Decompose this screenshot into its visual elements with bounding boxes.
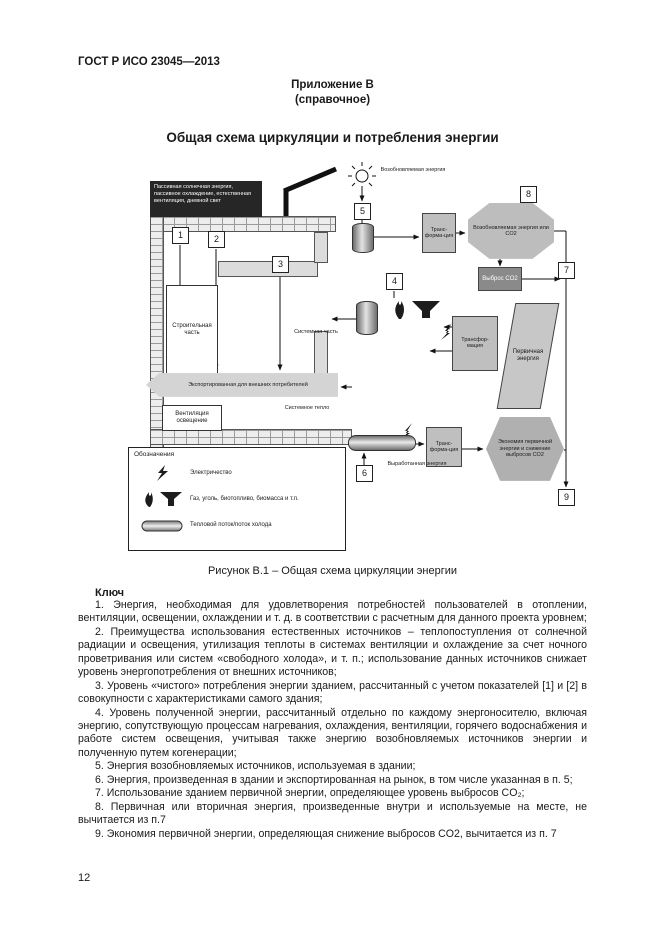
transformation-top-box: Транс-форма-ция	[422, 212, 456, 253]
system-heat-label: Системное тепло	[284, 404, 330, 411]
transformation-right-box: Трансфор-мация	[452, 315, 498, 371]
key-item-9: 9. Экономия первичной энергии, определяю…	[95, 827, 557, 840]
key-text: 1. Энергия, необходимая для удовлетворен…	[78, 599, 587, 841]
flame-icon	[144, 492, 153, 508]
node-3: 3	[272, 255, 289, 273]
node-5: 5	[354, 202, 371, 220]
lightning-icon	[401, 322, 452, 440]
legend-row-electricity: Электричество	[134, 461, 340, 487]
lightning-icon	[134, 465, 190, 482]
node-4: 4	[386, 272, 403, 290]
wall-bottom	[150, 428, 352, 445]
legend-label: Газ, уголь, биотопливо, биомасса и т.п.	[190, 496, 299, 503]
duct-vertical-upper	[314, 231, 328, 263]
ventilation-box: Вентиляция освещение	[162, 404, 222, 431]
legend-label: Тепловой поток/поток холода	[190, 522, 272, 529]
annex-header: Приложение В (справочное)	[78, 78, 587, 108]
funnel-icon	[159, 492, 182, 507]
node-8: 8	[520, 185, 537, 203]
storage-cylinder-top	[352, 222, 374, 253]
transformation-bottom-box: Транс-форма-ция	[426, 426, 462, 467]
key-item-8: 8. Первичная или вторичная энергия, прои…	[78, 800, 587, 827]
legend-title: Обозначения	[134, 450, 175, 458]
legend-row-fuel: Газ, уголь, биотопливо, биомасса и т.п.	[134, 487, 340, 513]
key-item-7: 7. Использование зданием первичной энерг…	[95, 787, 525, 800]
passive-gains-box: Пассивная солнечная энергия, пассивное о…	[150, 180, 262, 217]
heat-pipe-bottom	[348, 434, 416, 451]
doc-number: ГОСТ Р ИСО 23045—2013	[78, 56, 220, 68]
node-9: 9	[558, 488, 575, 506]
figure-caption: Рисунок В.1 – Общая схема циркуляции эне…	[207, 564, 458, 577]
legend-label: Электричество	[190, 470, 232, 477]
key-item-5: 5. Энергия возобновляемых источников, ис…	[95, 760, 416, 773]
node-1: 1	[172, 226, 189, 244]
renewable-or-co2-node: Возобновляемая энергия или CO2	[468, 202, 554, 259]
node-6: 6	[356, 464, 373, 482]
exported-energy-band: Экспортированная для внешних потребителе…	[146, 372, 338, 397]
storage-cylinder-mid	[356, 300, 378, 335]
page-number: 12	[78, 872, 91, 884]
energy-circulation-diagram: Пассивная солнечная энергия, пассивное о…	[100, 161, 605, 557]
flame-icon	[395, 300, 404, 319]
primary-energy-savings-node: Экономия первичной энергии и снижение вы…	[486, 416, 564, 481]
annex-subtitle: (справочное)	[294, 93, 371, 106]
produced-energy-label: Выработанная энергия	[387, 460, 447, 467]
key-item-3: 3. Уровень «чистого» потребления энергии…	[78, 679, 587, 706]
primary-energy-label: Первичная энергия	[512, 348, 544, 362]
key-heading: Ключ	[95, 586, 125, 599]
key-item-4: 4. Уровень полученной энергии, рассчитан…	[78, 706, 587, 759]
key-item-1: 1. Энергия, необходимая для удовлетворен…	[78, 598, 587, 625]
legend-box: Обозначения Электричество Газ, уголь, би…	[128, 446, 346, 551]
system-part-label: Системная часть	[294, 328, 338, 335]
heat-flow-pipe-icon	[134, 520, 190, 532]
duct-horizontal	[218, 260, 318, 277]
renewable-energy-label: Возобновляемая энергия	[380, 166, 446, 173]
node-2: 2	[208, 230, 225, 248]
duct-vertical-lower	[314, 330, 328, 375]
funnel-icon	[412, 300, 440, 318]
node-7: 7	[558, 261, 575, 279]
roof-line	[283, 166, 337, 217]
key-item-6: 6. Энергия, произведенная в здании и экс…	[95, 773, 573, 786]
legend-row-heat-flow: Тепловой поток/поток холода	[134, 513, 340, 539]
key-item-2: 2. Преимущества использования естественн…	[78, 625, 587, 679]
page-title: Общая схема циркуляции и потребления эне…	[166, 129, 499, 145]
sun-icon	[348, 161, 376, 190]
co2-emission-box: Выброс CO2	[478, 266, 522, 291]
building-part-box: Строительная часть	[166, 284, 218, 375]
annex-title: Приложение В	[291, 79, 374, 91]
